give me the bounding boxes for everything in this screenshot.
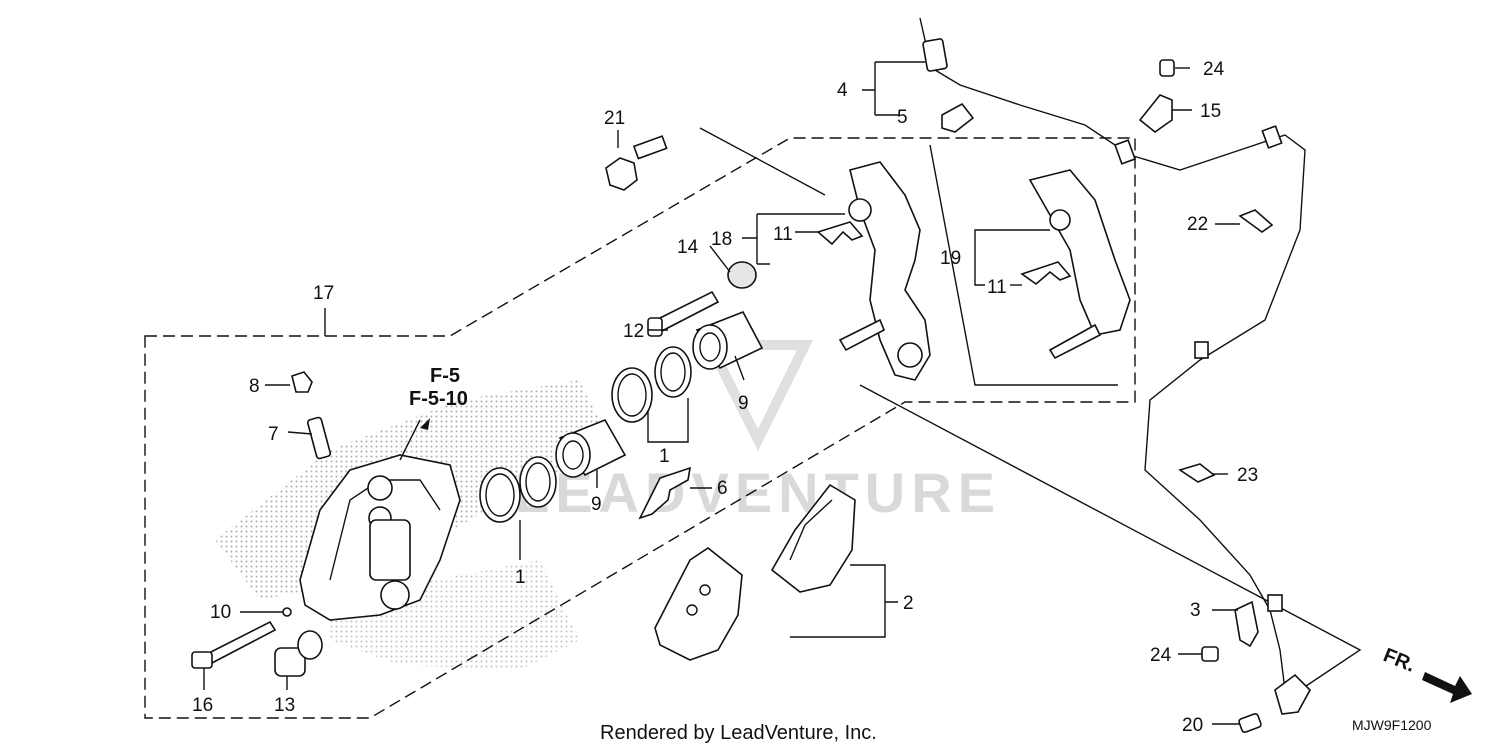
- caliper-assembly-outline: [144, 137, 1136, 719]
- fr-arrow-icon: [1422, 672, 1472, 703]
- bolt-24a[interactable]: [1159, 59, 1175, 77]
- label-14: 14: [677, 237, 699, 258]
- abs-sensor-wire[interactable]: [919, 17, 1311, 715]
- label-11b: 11: [987, 277, 1007, 298]
- label-4: 4: [837, 80, 848, 101]
- wire-clamp-5[interactable]: [941, 102, 975, 133]
- label-9a: 9: [591, 494, 602, 515]
- brake-pad-2a[interactable]: [654, 547, 743, 661]
- label-9b: 9: [738, 393, 749, 414]
- bolt-24b[interactable]: [1201, 646, 1219, 662]
- seal-set-1b[interactable]: [611, 346, 692, 423]
- bleeder-cap-8[interactable]: [291, 371, 313, 393]
- bolt-20[interactable]: [1238, 713, 1262, 733]
- diagram-code: MJW9F1200: [1352, 717, 1432, 733]
- watermark-text: LEADVENTURE: [515, 461, 1001, 524]
- pad-clip-11a[interactable]: [816, 221, 864, 246]
- label-8: 8: [249, 376, 260, 397]
- label-16: 16: [192, 695, 213, 716]
- label-21: 21: [604, 108, 625, 129]
- label-17: 17: [313, 283, 334, 304]
- bracket-frame: [929, 144, 1118, 386]
- label-19: 19: [940, 248, 961, 269]
- stay-3[interactable]: [1234, 600, 1259, 648]
- bleeder-screw-7[interactable]: [306, 416, 332, 460]
- caliper-bracket-18[interactable]: [838, 161, 931, 381]
- boot-14[interactable]: [727, 261, 757, 289]
- pad-clip-11b[interactable]: [1020, 261, 1072, 286]
- label-1b: 1: [659, 446, 670, 467]
- part-labels: 1 1 2 3 4 5 6 7 8 9 9 10 11 11 12 13 14 …: [192, 59, 1258, 736]
- label-22: 22: [1187, 214, 1208, 235]
- bolt21-reference-line: [699, 127, 826, 196]
- label-18: 18: [711, 229, 732, 250]
- label-2: 2: [903, 593, 914, 614]
- piston-9b[interactable]: [692, 310, 764, 370]
- watermark: LEADVENTURE: [515, 340, 1001, 524]
- label-5: 5: [897, 107, 908, 128]
- brake-pad-2b[interactable]: [770, 483, 856, 593]
- piston-9a[interactable]: [555, 418, 627, 478]
- label-11a: 11: [773, 224, 793, 245]
- plug-13[interactable]: [274, 630, 323, 677]
- pad-spring-6[interactable]: [638, 466, 692, 520]
- label-20: 20: [1182, 715, 1203, 736]
- label-7: 7: [268, 424, 279, 445]
- fr-reference-line: [859, 384, 1362, 691]
- ref-arrow-icon: [420, 418, 430, 430]
- label-24b: 24: [1150, 645, 1172, 666]
- label-23: 23: [1237, 465, 1258, 486]
- ref-line-2: F-5-10: [409, 388, 468, 410]
- fr-label: FR.: [1380, 644, 1418, 676]
- pin-bolt-16[interactable]: [191, 620, 277, 669]
- figure-reference[interactable]: F-5 F-5-10: [409, 365, 468, 430]
- ref-line-1: F-5: [430, 365, 460, 387]
- label-6: 6: [717, 478, 728, 499]
- leader-lines: [203, 61, 1240, 725]
- front-direction-indicator: FR.: [1380, 644, 1472, 703]
- caliper-bracket-19[interactable]: [1028, 169, 1131, 360]
- clip-23[interactable]: [1178, 463, 1216, 483]
- o-ring-10[interactable]: [282, 607, 292, 617]
- clamp-15[interactable]: [1138, 94, 1173, 134]
- footer-credit: Rendered by LeadVenture, Inc.: [600, 722, 877, 744]
- label-13: 13: [274, 695, 295, 716]
- label-1a: 1: [515, 567, 526, 588]
- label-15: 15: [1200, 101, 1221, 122]
- label-10: 10: [210, 602, 231, 623]
- caliper-body[interactable]: [299, 454, 461, 621]
- clip-22[interactable]: [1238, 209, 1274, 233]
- label-12: 12: [623, 321, 644, 342]
- seal-set-1a[interactable]: [479, 456, 557, 523]
- label-3: 3: [1190, 600, 1201, 621]
- label-24a: 24: [1203, 59, 1225, 80]
- bolt-21[interactable]: [605, 135, 668, 191]
